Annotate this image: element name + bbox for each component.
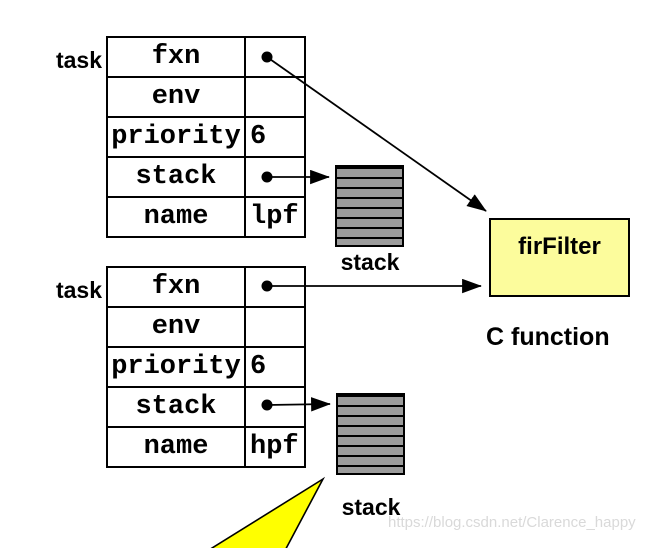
- table-row: name hpf: [106, 426, 306, 468]
- table-row: stack: [106, 386, 306, 428]
- task2-table: fxn env priority 6 stack name hpf: [106, 266, 306, 468]
- task1-label: task: [55, 47, 102, 73]
- stack1-memory-box: [335, 165, 404, 247]
- field-value-cell: hpf: [244, 426, 306, 468]
- field-value-cell: [244, 76, 306, 118]
- c-function-caption: C function: [486, 323, 610, 351]
- field-label-cell: name: [106, 426, 246, 468]
- table-row: env: [106, 76, 306, 118]
- stack2-label: stack: [341, 494, 401, 520]
- field-label-cell: stack: [106, 386, 246, 428]
- field-value-cell: [244, 266, 306, 308]
- field-label-cell: fxn: [106, 36, 246, 78]
- table-row: stack: [106, 156, 306, 198]
- fir-filter-function-box: firFilter: [489, 218, 630, 297]
- table-row: env: [106, 306, 306, 348]
- table-row: priority 6: [106, 116, 306, 158]
- field-value-cell: lpf: [244, 196, 306, 238]
- field-value-cell: [244, 36, 306, 78]
- field-value-cell: [244, 156, 306, 198]
- field-value-cell: [244, 386, 306, 428]
- table-row: priority 6: [106, 346, 306, 388]
- field-label-cell: fxn: [106, 266, 246, 308]
- field-value-cell: [244, 306, 306, 348]
- table-row: name lpf: [106, 196, 306, 238]
- stack2-memory-box: [336, 393, 405, 475]
- stack1-label: stack: [340, 249, 400, 275]
- field-label-cell: name: [106, 196, 246, 238]
- table-row: fxn: [106, 266, 306, 308]
- function-box-label: firFilter: [518, 233, 601, 260]
- field-label-cell: priority: [106, 116, 246, 158]
- field-label-cell: env: [106, 76, 246, 118]
- yellow-callout-triangle: [210, 476, 326, 548]
- field-label-cell: priority: [106, 346, 246, 388]
- watermark-text: https://blog.csdn.net/Clarence_happy: [388, 514, 636, 531]
- table-row: fxn: [106, 36, 306, 78]
- task1-table: fxn env priority 6 stack name lpf: [106, 36, 306, 238]
- field-label-cell: env: [106, 306, 246, 348]
- field-value-cell: 6: [244, 346, 306, 388]
- field-label-cell: stack: [106, 156, 246, 198]
- field-value-cell: 6: [244, 116, 306, 158]
- task2-label: task: [55, 277, 102, 303]
